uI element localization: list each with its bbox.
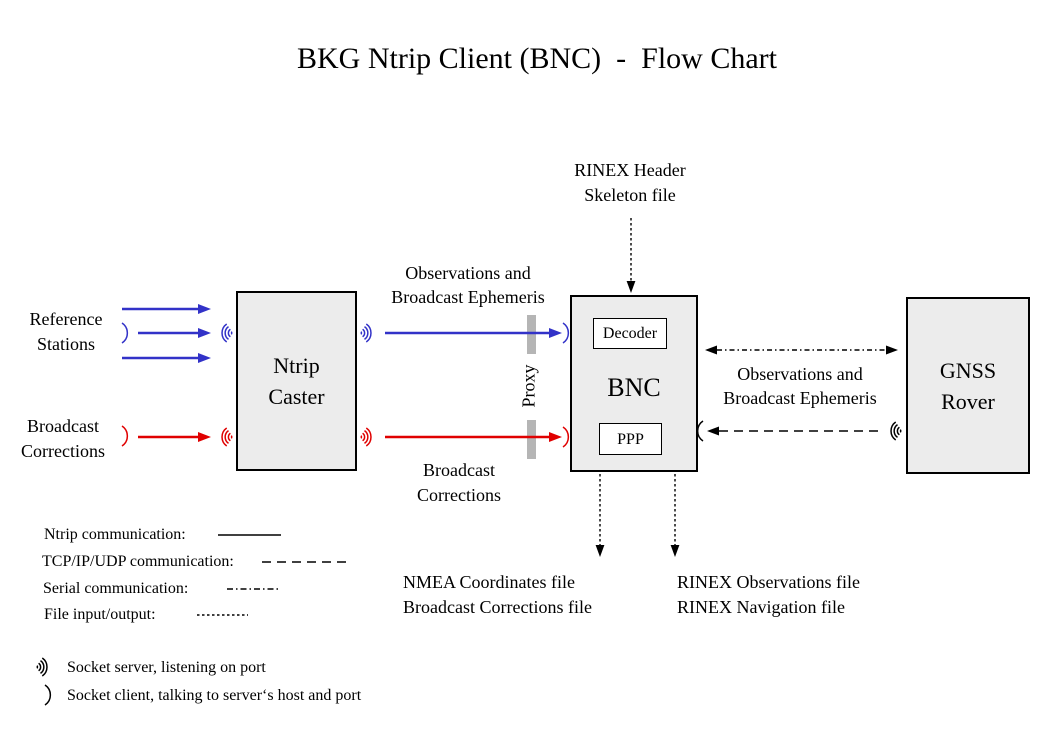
legend-ntrip-label: Ntrip communication: xyxy=(44,526,186,543)
socket-client-icon xyxy=(562,426,570,448)
legend-tcp-label: TCP/IP/UDP communication: xyxy=(42,553,234,570)
observations-to-bnc-label: Observations and Broadcast Ephemeris xyxy=(391,263,545,307)
rinex-output-label: RINEX Observations file RINEX Navigation… xyxy=(677,572,860,617)
bnc-output-arrows xyxy=(599,474,676,545)
bnc-decoder-box: Decoder xyxy=(593,318,667,349)
socket-server-icon xyxy=(360,323,372,343)
legend-line-samples xyxy=(197,534,348,616)
proxy-bar-top xyxy=(527,315,536,354)
reference-stations-label: Reference Stations xyxy=(29,309,103,354)
socket-server-icon xyxy=(890,421,902,441)
socket-client-icon xyxy=(121,322,129,344)
rinex-skeleton-arrowhead xyxy=(626,281,636,293)
socket-client-icon xyxy=(562,322,570,344)
socket-client-legend-label: Socket client, talking to server‘s host … xyxy=(67,687,362,704)
serial-link-arrowheads xyxy=(705,345,898,355)
socket-server-icon xyxy=(36,657,48,677)
bnc-label: BNC xyxy=(607,373,661,402)
rinex-skeleton-label: RINEX Header Skeleton file xyxy=(574,160,686,205)
socket-server-legend-label: Socket server, listening on port xyxy=(67,659,266,676)
nmea-output-label: NMEA Coordinates file Broadcast Correcti… xyxy=(403,572,592,617)
proxy-label: Proxy xyxy=(518,364,539,408)
bnc-output-arrowheads xyxy=(595,545,680,557)
reference-to-caster-arrowheads xyxy=(198,304,562,363)
socket-server-icon xyxy=(221,427,233,447)
socket-server-icon xyxy=(360,427,372,447)
corrections-to-bnc-label: Broadcast Corrections xyxy=(417,460,501,505)
legend-serial-label: Serial communication: xyxy=(43,580,189,597)
node-gnss-rover: GNSS Rover xyxy=(906,297,1030,474)
broadcast-corrections-input-label: Broadcast Corrections xyxy=(21,416,105,461)
legend-file-label: File input/output: xyxy=(44,606,156,623)
socket-client-icon xyxy=(121,425,129,447)
reference-to-caster-arrows xyxy=(122,307,549,360)
rover-to-bnc-arrowhead xyxy=(707,426,719,436)
socket-server-icon xyxy=(221,323,233,343)
bnc-ppp-box: PPP xyxy=(599,423,662,455)
node-ntrip-caster: Ntrip Caster xyxy=(236,291,357,471)
socket-client-icon xyxy=(696,420,704,442)
proxy-bar-bottom xyxy=(527,420,536,459)
corrections-arrowheads xyxy=(198,432,562,442)
page-title: BKG Ntrip Client (BNC) - Flow Chart xyxy=(297,42,777,75)
socket-client-icon xyxy=(44,684,52,706)
observations-rover-label: Observations and Broadcast Ephemeris xyxy=(723,364,877,408)
node-bnc: Decoder BNC PPP xyxy=(570,295,698,472)
